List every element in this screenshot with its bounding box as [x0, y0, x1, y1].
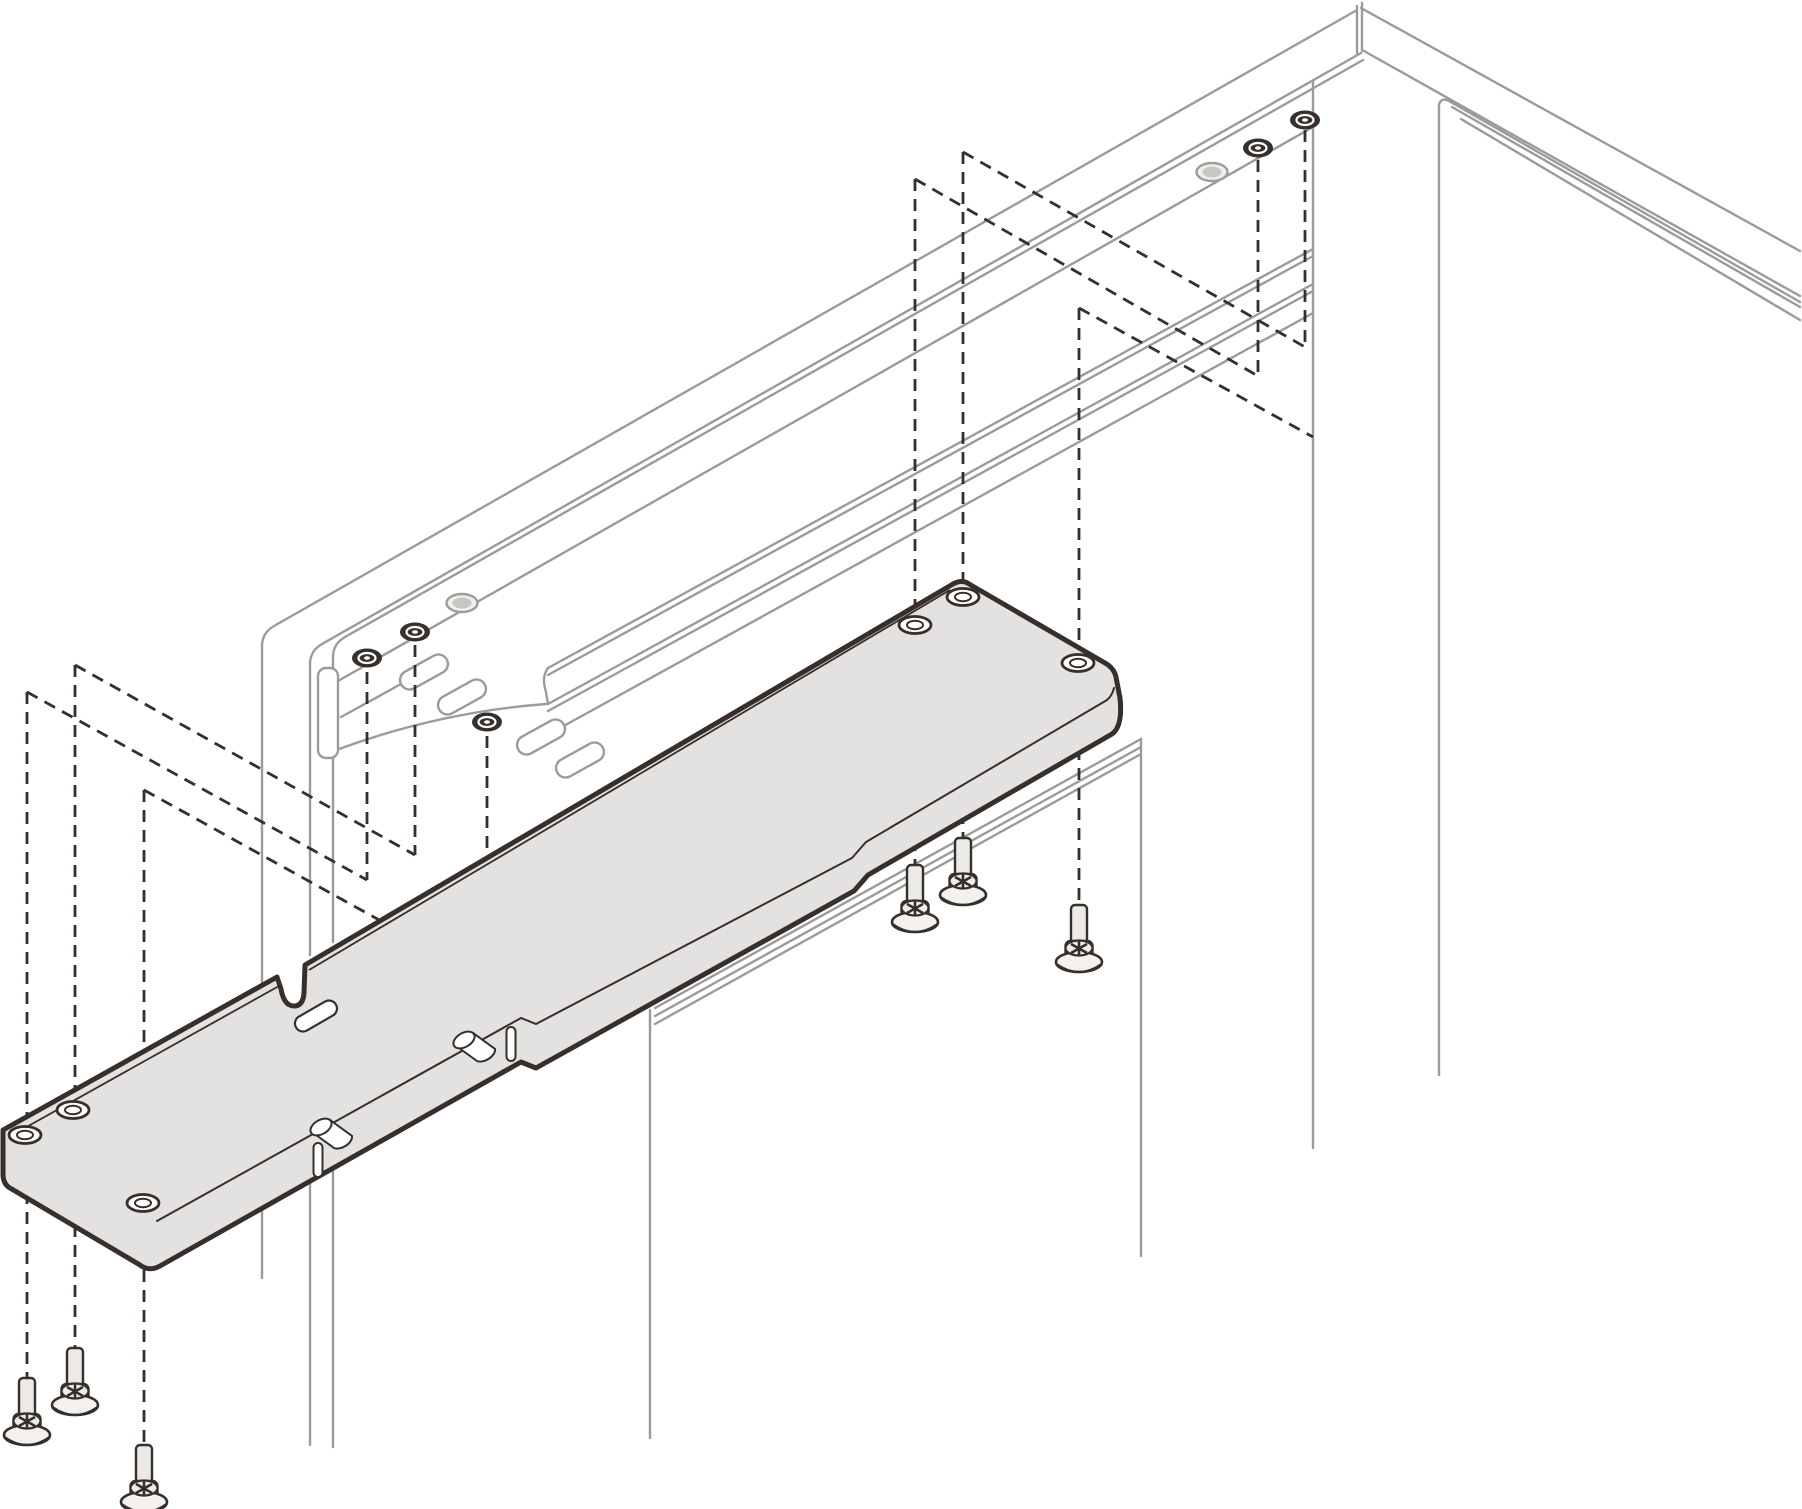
plate-slit — [312, 1142, 324, 1178]
top-inner-edge-right — [1362, 49, 1802, 298]
channel-bend — [542, 666, 550, 706]
cabinet-frame — [260, 1, 1802, 1449]
plate-oblong-hole — [293, 999, 339, 1033]
top-inner-edge-left-a — [308, 51, 1363, 1447]
rail-top-edge — [336, 125, 1315, 683]
plate-fold-line — [156, 687, 1115, 1222]
mid-rail-lines — [653, 737, 1143, 1026]
rail-screw-hole — [470, 711, 504, 733]
plate-body — [0, 579, 1124, 1272]
channel-bottom-line — [558, 311, 1315, 730]
top-outer-edge-left — [260, 8, 1359, 1280]
rail-screw-hole — [398, 621, 432, 643]
rail-end-lower-edge — [337, 702, 548, 751]
align-left-diagonal-2 — [74, 663, 416, 857]
rail-screw-hole — [1241, 137, 1275, 159]
rail-slot — [512, 714, 570, 760]
corner-seam — [1355, 1, 1364, 55]
flange-screw — [50, 1346, 100, 1417]
flange-screw — [1054, 903, 1104, 974]
plate-hole — [1060, 653, 1096, 673]
rail-fasteners — [350, 109, 1322, 733]
plate-hole — [55, 1100, 91, 1120]
rail-lip-right — [1437, 98, 1802, 309]
flange-screw — [2, 1376, 52, 1447]
rail-slot — [551, 737, 609, 783]
align-left-diagonal-1 — [26, 690, 368, 882]
grommet-cap — [1195, 161, 1229, 183]
channel-upper-pair — [546, 247, 1315, 677]
plate-hole — [7, 1125, 43, 1145]
align-right-diagonal-2 — [962, 150, 1306, 349]
rail-screw-hole — [350, 647, 384, 669]
flange-screw — [890, 863, 940, 934]
grommet-cap — [445, 592, 479, 614]
align-left-diagonal-3 — [143, 788, 382, 923]
rail-slot — [395, 649, 453, 695]
plate-hole — [897, 615, 933, 635]
plate-hole — [945, 587, 981, 607]
top-inner-edge-left-b — [331, 58, 1365, 1449]
rail-screw-hole — [1288, 109, 1322, 131]
flange-screw — [119, 1443, 169, 1509]
channel-lower-pair — [546, 282, 1315, 713]
flange-screw — [938, 836, 988, 907]
top-outer-edge-right — [1359, 6, 1802, 253]
rail-lower-right — [1459, 117, 1802, 322]
align-right-diagonal-1 — [914, 177, 1259, 378]
plate-slit — [505, 1026, 517, 1062]
bracket-plate — [0, 579, 1124, 1272]
align-right-diagonal-3 — [1078, 306, 1314, 439]
rail-end-cap — [316, 666, 340, 760]
plate-hole — [125, 1193, 161, 1213]
